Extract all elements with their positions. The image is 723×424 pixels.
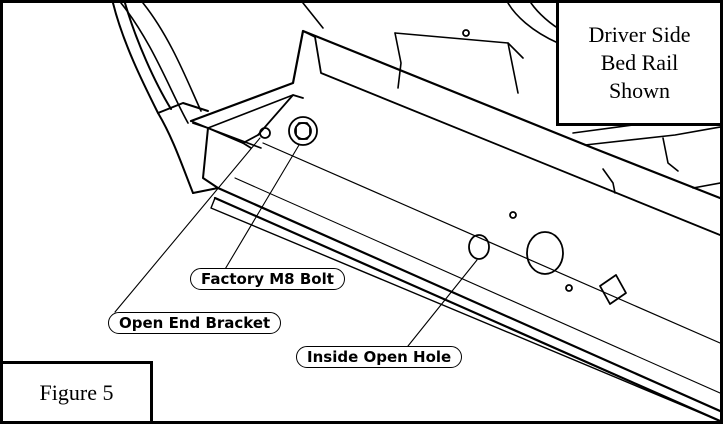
bed-rail-drawing xyxy=(112,3,720,421)
side-wall-lines xyxy=(112,3,219,194)
rail-holes xyxy=(462,29,627,305)
callout-factory-bolt: Factory M8 Bolt xyxy=(190,268,345,290)
side-note-line: Driver Side xyxy=(588,22,691,47)
leader-lines xyxy=(114,137,478,347)
factory-bolt-icon xyxy=(259,116,318,146)
callout-open-end-bracket: Open End Bracket xyxy=(108,312,282,334)
callout-inside-open-hole: Inside Open Hole xyxy=(296,346,463,368)
side-note-line: Bed Rail xyxy=(600,50,679,75)
figure-label: Figure 5 xyxy=(3,361,153,421)
bed-rail xyxy=(189,29,720,421)
open-end-bracket xyxy=(192,94,304,149)
side-note-line: Shown xyxy=(608,78,671,103)
side-note-box: Driver Side Bed Rail Shown xyxy=(556,3,720,126)
